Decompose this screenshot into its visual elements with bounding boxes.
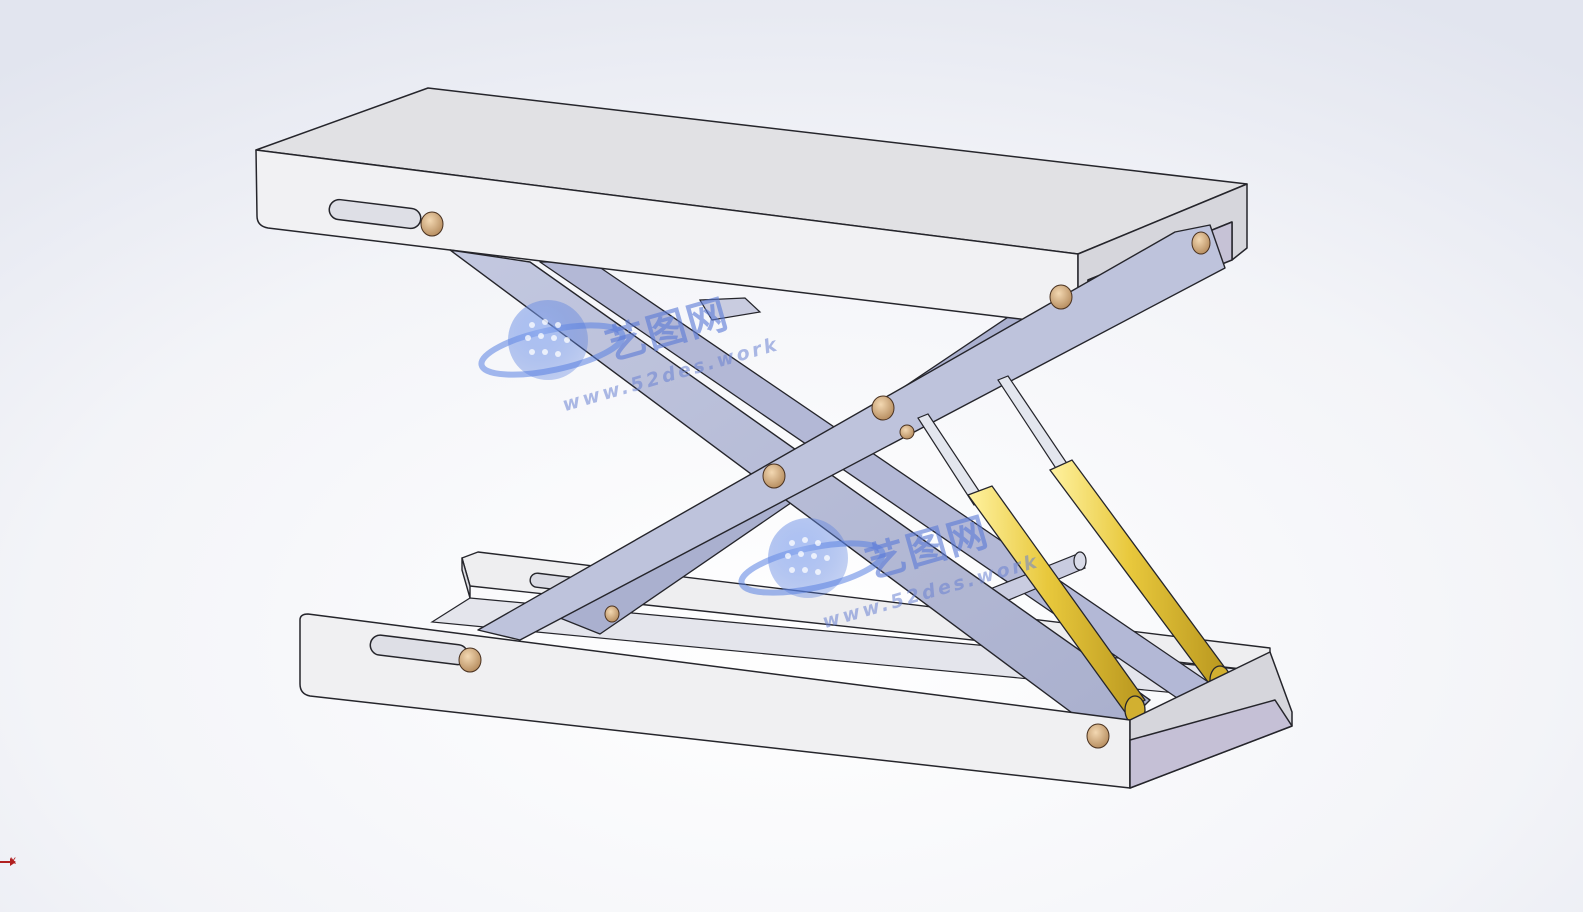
cross-shaft-upper[interactable] bbox=[698, 297, 762, 321]
pivot-pins bbox=[420, 211, 1211, 749]
pin-bottom-right bbox=[1086, 723, 1110, 749]
pin-center-near bbox=[762, 463, 786, 489]
pin-top-right bbox=[1049, 284, 1073, 310]
coordinate-triad bbox=[0, 858, 16, 866]
pin-bottom-left bbox=[458, 647, 482, 673]
base-near-rail[interactable] bbox=[299, 613, 1293, 789]
pin-bottom-inner bbox=[604, 605, 620, 623]
pin-center-far bbox=[871, 395, 895, 421]
pin-top-left bbox=[420, 211, 444, 237]
pin-top-rear bbox=[1191, 231, 1211, 255]
triad-x-label: X bbox=[10, 857, 17, 867]
watermark-logo-lower bbox=[738, 518, 886, 598]
watermark-logo-upper bbox=[478, 300, 626, 380]
pin-center-back bbox=[899, 424, 915, 440]
